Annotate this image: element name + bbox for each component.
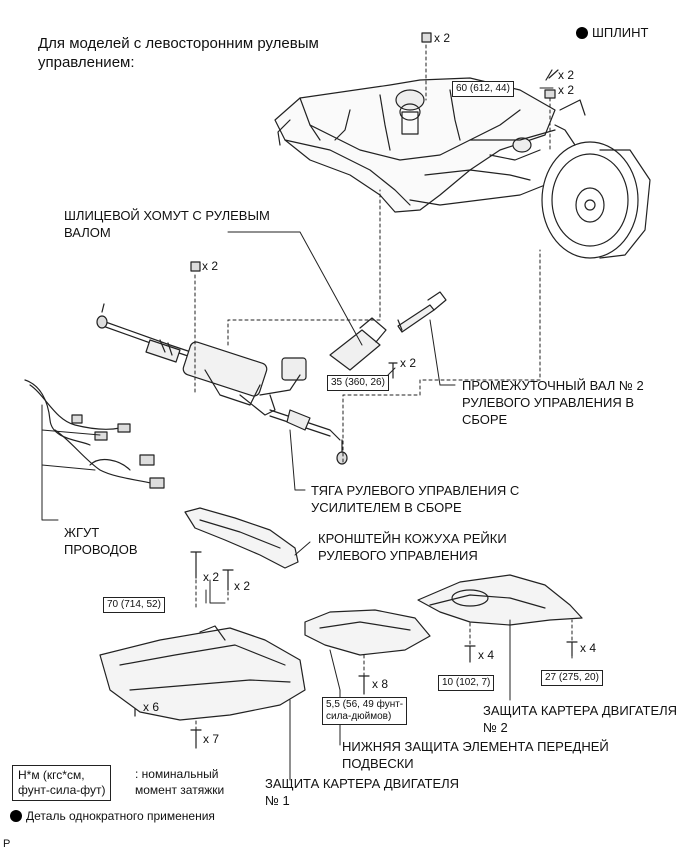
single-use-dot-icon [576, 27, 588, 39]
label-intermediate-shaft-line-2: РУЛЕВОГО УПРАВЛЕНИЯ В [462, 395, 635, 410]
label-spline-collar-line-1: ШЛИЦЕВОЙ ХОМУТ С РУЛЕВЫМ [64, 208, 270, 223]
models-note-line-2: управлением: [38, 54, 135, 71]
cotter-pin-legend: ШПЛИНТ [576, 24, 648, 41]
front-suspension-cover-illustration [304, 609, 431, 656]
torque-unit-description-line-1: : номинальный [135, 767, 219, 781]
label-front-suspension-cover-line-2: ПОДВЕСКИ [342, 756, 414, 771]
label-engine-under-cover-1-line-1: ЗАЩИТА КАРТЕРА ДВИГАТЕЛЯ [265, 776, 460, 791]
torque-70: 70 (714, 52) [103, 597, 165, 613]
spline-collar-illustration [329, 317, 387, 371]
torque-35: 35 (360, 26) [327, 375, 389, 391]
steering-gear-illustration [96, 303, 348, 465]
torque-unit-description-line-2: момент затяжки [135, 783, 225, 797]
qty-top-nut: x 2 [434, 31, 451, 45]
torque-5-5: 5,5 (56, 49 фунт- сила-дюймов) [322, 697, 408, 725]
cotter-pin-icon [545, 69, 559, 81]
torque-5-5-line-1: 5,5 (56, 49 фунт- [326, 699, 404, 710]
label-front-suspension-cover-line-1: НИЖНЯЯ ЗАЩИТА ЭЛЕМЕНТА ПЕРЕДНЕЙ [342, 739, 609, 754]
qty-castle-nut: x 2 [558, 83, 575, 97]
qty-rack-nut: x 2 [202, 259, 219, 273]
single-use-legend: Деталь однократного применения [10, 808, 215, 825]
label-engine-under-cover-1: ЗАЩИТА КАРТЕРА ДВИГАТЕЛЯ № 1 [265, 775, 459, 809]
center-lines [194, 44, 573, 749]
torque-unit-description: : номинальный момент затяжки [135, 766, 224, 798]
leader-lines [41, 87, 554, 781]
label-engine-under-cover-2-line-1: ЗАЩИТА КАРТЕРА ДВИГАТЕЛЯ [483, 703, 678, 718]
label-spline-collar-line-2: ВАЛОМ [64, 225, 111, 240]
label-spline-collar: ШЛИЦЕВОЙ ХОМУТ С РУЛЕВЫМ ВАЛОМ [64, 207, 270, 241]
label-wire-harness-line-1: ЖГУТ [64, 525, 100, 540]
rack-cover-bracket-illustration [184, 507, 299, 569]
torque-60: 60 (612, 44) [452, 81, 514, 97]
label-rack-cover-bracket-line-2: РУЛЕВОГО УПРАВЛЕНИЯ [318, 548, 478, 563]
torque-10: 10 (102, 7) [438, 675, 495, 691]
cotter-pin-label: ШПЛИНТ [592, 25, 649, 40]
qty-cover1-bolt-b: x 7 [203, 732, 220, 746]
torque-unit-line-1: Н*м (кгс*см, [18, 768, 85, 782]
qty-susp-bolt: x 8 [372, 677, 389, 691]
models-note: Для моделей с левосторонним рулевым упра… [38, 34, 319, 72]
label-intermediate-shaft-line-3: СБОРЕ [462, 412, 508, 427]
label-rack-cover-bracket: КРОНШТЕЙН КОЖУХА РЕЙКИ РУЛЕВОГО УПРАВЛЕН… [318, 530, 507, 564]
label-wire-harness: ЖГУТ ПРОВОДОВ [64, 524, 138, 558]
qty-cotter-pin: x 2 [558, 68, 575, 82]
wire-harness-illustration [24, 379, 165, 489]
qty-bracket-bolt-b: x 2 [234, 579, 251, 593]
qty-cover1-bolt-a: x 6 [143, 700, 160, 714]
engine-under-cover-2-illustration [417, 574, 583, 626]
label-rack-cover-bracket-line-1: КРОНШТЕЙН КОЖУХА РЕЙКИ [318, 531, 507, 546]
label-power-steering-link-line-2: УСИЛИТЕЛЕМ В СБОРЕ [311, 500, 462, 515]
single-use-dot-icon [10, 810, 22, 822]
torque-5-5-line-2: сила-дюймов) [326, 711, 392, 722]
qty-cover2-bolt-a: x 4 [478, 648, 495, 662]
label-front-suspension-cover: НИЖНЯЯ ЗАЩИТА ЭЛЕМЕНТА ПЕРЕДНЕЙ ПОДВЕСКИ [342, 738, 609, 772]
top-nut-icon [421, 32, 432, 43]
qty-cover2-bolt-b: x 4 [580, 641, 597, 655]
label-engine-under-cover-1-line-2: № 1 [265, 793, 290, 808]
qty-shaft-bolt: x 2 [400, 356, 417, 370]
label-intermediate-shaft-line-1: ПРОМЕЖУТОЧНЫЙ ВАЛ № 2 [462, 378, 644, 393]
corner-mark: P [3, 838, 11, 850]
front-subframe-illustration [274, 77, 651, 259]
label-engine-under-cover-2: ЗАЩИТА КАРТЕРА ДВИГАТЕЛЯ № 2 [483, 702, 677, 736]
intermediate-shaft-illustration [397, 291, 447, 333]
torque-unit-line-2: фунт-сила-фут) [18, 783, 106, 797]
label-power-steering-link-line-1: ТЯГА РУЛЕВОГО УПРАВЛЕНИЯ С [311, 483, 520, 498]
label-intermediate-shaft: ПРОМЕЖУТОЧНЫЙ ВАЛ № 2 РУЛЕВОГО УПРАВЛЕНИ… [462, 377, 644, 428]
torque-27: 27 (275, 20) [541, 670, 603, 686]
castle-nut-icon [544, 89, 556, 99]
label-power-steering-link: ТЯГА РУЛЕВОГО УПРАВЛЕНИЯ С УСИЛИТЕЛЕМ В … [311, 482, 519, 516]
label-wire-harness-line-2: ПРОВОДОВ [64, 542, 138, 557]
single-use-label: Деталь однократного применения [26, 809, 215, 823]
engine-under-cover-1-illustration [99, 625, 306, 721]
models-note-line-1: Для моделей с левосторонним рулевым [38, 35, 319, 52]
label-engine-under-cover-2-line-2: № 2 [483, 720, 508, 735]
torque-unit-box: Н*м (кгс*см, фунт-сила-фут) [12, 765, 112, 801]
qty-bracket-bolt-a: x 2 [203, 570, 220, 584]
